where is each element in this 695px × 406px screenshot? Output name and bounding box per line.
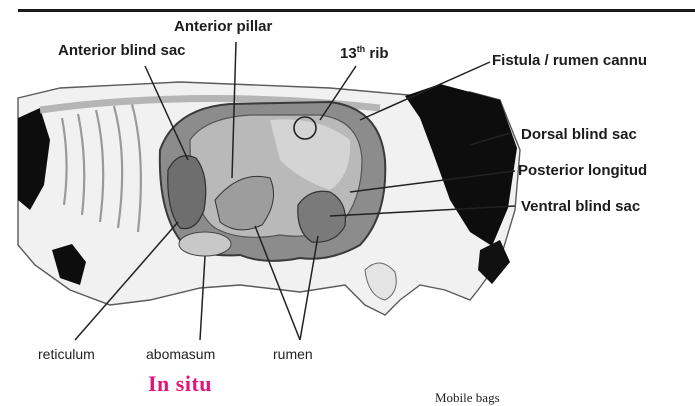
label-anterior-blind-sac: Anterior blind sac (58, 42, 186, 59)
label-rumen: rumen (273, 346, 313, 362)
rib-word: rib (365, 45, 388, 62)
label-posterior-longitudinal: Posterior longitud (518, 162, 647, 179)
rib-suffix: th (357, 44, 366, 54)
label-ventral-blind-sac: Ventral blind sac (521, 198, 640, 215)
reticulum-sac (168, 156, 206, 229)
ventral-sac (298, 191, 346, 242)
label-abomasum: abomasum (146, 346, 215, 362)
caption-in-situ: In situ (148, 371, 212, 397)
label-13th-rib: 13th rib (340, 44, 389, 62)
label-anterior-pillar: Anterior pillar (174, 18, 272, 35)
label-reticulum: reticulum (38, 346, 95, 362)
rib-number: 13 (340, 45, 357, 62)
label-dorsal-blind-sac: Dorsal blind sac (521, 126, 637, 143)
label-fistula: Fistula / rumen cannu (492, 52, 647, 69)
abomasum-organ (179, 232, 231, 256)
